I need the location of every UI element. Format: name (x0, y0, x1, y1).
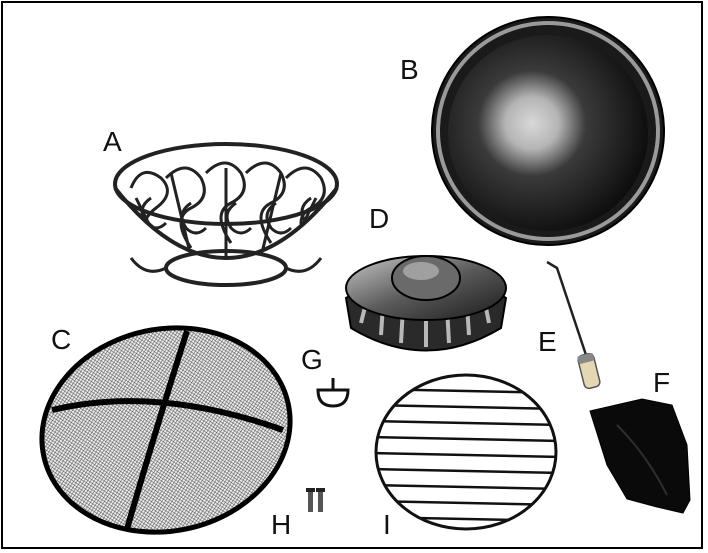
spark-screen-image (37, 325, 295, 535)
fire-bowl-image (428, 13, 668, 253)
dome-lid-image (341, 233, 511, 363)
label-g: G (301, 346, 323, 374)
label-f: F (653, 369, 670, 397)
grate-image (371, 371, 561, 533)
handle-image (315, 376, 351, 408)
poker-image (543, 258, 613, 393)
cover-image (587, 395, 695, 517)
basket-image (111, 128, 341, 293)
label-b: B (400, 56, 419, 84)
bolts-image (305, 488, 327, 516)
label-d: D (369, 205, 389, 233)
